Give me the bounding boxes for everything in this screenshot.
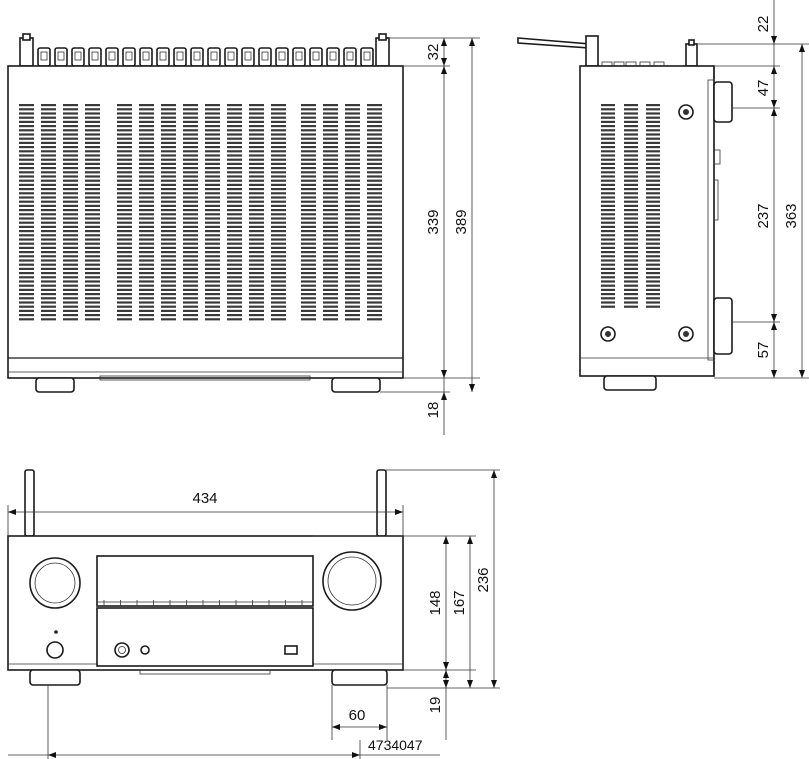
dim-top-foot: 18 (425, 402, 442, 419)
display-window (96, 555, 314, 607)
dim-side-upper: 47 (755, 80, 772, 97)
dim-side-middle: 237 (755, 203, 772, 228)
dim-top-body-depth: 339 (425, 209, 442, 234)
front-foot-right (331, 669, 388, 686)
dim-top-antenna: 32 (425, 44, 442, 61)
side-knob-upper (713, 81, 733, 123)
dim-front-foot: 19 (427, 697, 444, 714)
dim-side-lower: 57 (755, 342, 772, 359)
side-foot (603, 375, 657, 391)
door-ticks (103, 600, 303, 606)
power-indicator (54, 630, 58, 634)
antenna-base-right (375, 33, 390, 67)
rear-terminals (37, 47, 374, 67)
side-antenna (517, 35, 599, 67)
dim-front-total-height: 236 (475, 567, 492, 592)
side-vent-slots (601, 104, 660, 308)
top-view: 32 339 389 18 (7, 33, 480, 435)
drawing-code: 4734047 (368, 737, 423, 753)
headphone-jack (114, 642, 130, 658)
top-foot-left (35, 377, 75, 393)
front-door (96, 607, 314, 667)
front-view: 434 148 167 236 19 60 4734047 (7, 469, 500, 759)
side-view: 22 47 237 363 57 (517, 0, 809, 391)
dim-front-panel: 148 (427, 590, 444, 615)
dim-side-antenna-top: 22 (755, 16, 772, 33)
front-antenna-right (376, 469, 387, 537)
dim-top-total-depth: 389 (453, 209, 470, 234)
top-foot-right (331, 377, 381, 393)
master-volume-knob (322, 551, 382, 611)
power-button (46, 641, 64, 659)
input-selector-knob (29, 557, 81, 609)
dim-front-foot-offset: 60 (349, 707, 366, 724)
dim-side-total-height: 363 (783, 203, 800, 228)
side-knob-lower (713, 297, 733, 355)
dim-front-width: 434 (192, 490, 217, 507)
front-foot-left (29, 669, 81, 686)
antenna-base-left (19, 33, 34, 67)
setup-mic-jack (140, 645, 150, 655)
dim-front-body-height: 167 (451, 590, 468, 615)
top-vent-slots (19, 104, 382, 321)
usb-port (284, 645, 298, 655)
front-antenna-left (24, 469, 35, 537)
side-screws (600, 104, 694, 342)
